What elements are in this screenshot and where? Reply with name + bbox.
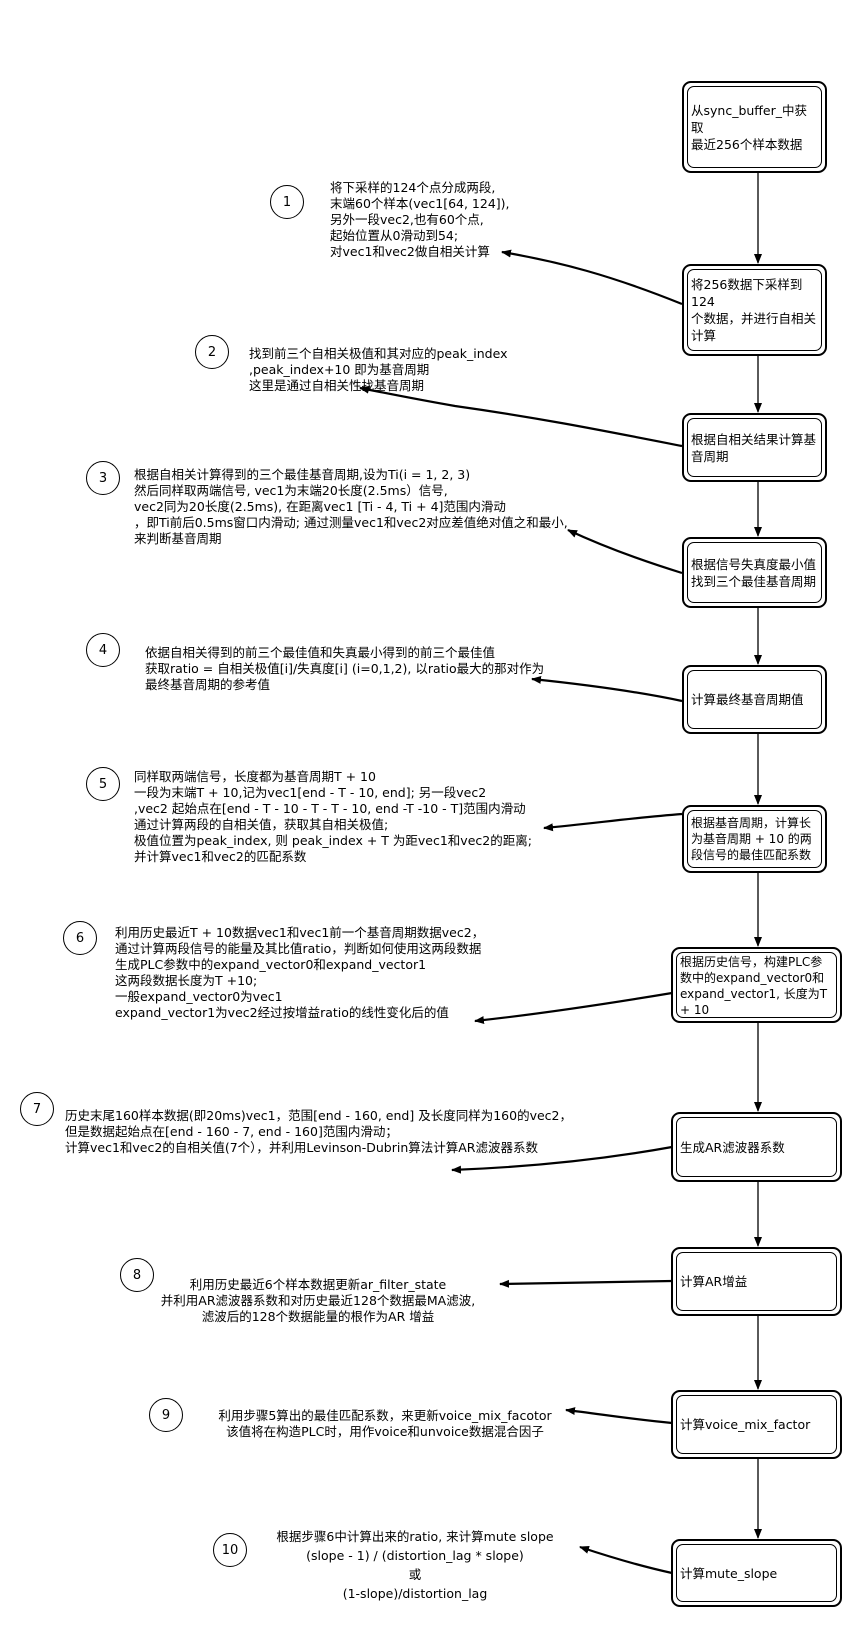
step-label: 生成AR滤波器系数 xyxy=(680,1139,785,1155)
annotation-text-1: 将下采样的124个点分成两段, 末端60个样本(vec1[64, 124]), … xyxy=(330,180,510,259)
step-number-6: 6 xyxy=(63,921,97,955)
annotation-text-4: 依据自相关得到的前三个最佳值和失真最小得到的前三个最佳值 获取ratio = 自… xyxy=(145,645,545,692)
step-box-3: 根据自相关结果计算基 音周期 xyxy=(682,413,827,482)
annotation-text-2: 找到前三个自相关极值和其对应的peak_index ,peak_index+10… xyxy=(249,346,508,393)
step-box-11: 计算mute_slope xyxy=(671,1539,842,1607)
step-label: 根据信号失真度最小值 找到三个最佳基音周期 xyxy=(691,556,817,589)
annotation-text-6: 利用历史最近T + 10数据vec1和vec1前一个基音周期数据vec2， 通过… xyxy=(115,925,485,1020)
annotation-arrow xyxy=(359,385,683,448)
annotation-arrow xyxy=(565,1407,673,1425)
step-label: 将256数据下采样到124 个数据，并进行自相关 计算 xyxy=(691,277,817,343)
step-box-7: 根据历史信号，构建PLC参 数中的expand_vector0和 expand_… xyxy=(671,947,842,1023)
step-label: 从sync_buffer_中获取 最近256个样本数据 xyxy=(691,102,808,152)
annotation-text-8: 利用历史最近6个样本数据更新ar_filter_state 并利用AR滤波器系数… xyxy=(160,1277,476,1324)
step-label: 计算mute_slope xyxy=(680,1565,778,1581)
step-number-5: 5 xyxy=(86,767,120,801)
annotation-text-7: 历史末尾160样本数据(即20ms)vec1，范围[end - 160, end… xyxy=(65,1108,572,1155)
step-box-8: 生成AR滤波器系数 xyxy=(671,1112,842,1182)
step-number-9: 9 xyxy=(149,1398,183,1432)
step-label: 根据自相关结果计算基 音周期 xyxy=(691,431,817,464)
step-number-7: 7 xyxy=(20,1092,54,1126)
step-number-8: 8 xyxy=(120,1258,154,1292)
annotation-text-9: 利用步骤5算出的最佳匹配系数，来更新voice_mix_facotor 该值将在… xyxy=(218,1408,552,1439)
step-label: 计算最终基音周期值 xyxy=(691,692,804,707)
step-number-10: 10 xyxy=(213,1533,247,1567)
annotation-arrow xyxy=(567,529,683,575)
step-label: 根据历史信号，构建PLC参 数中的expand_vector0和 expand_… xyxy=(680,955,828,1017)
step-number-2: 2 xyxy=(195,335,229,369)
step-box-9: 计算AR增益 xyxy=(671,1247,842,1316)
annotation-arrow xyxy=(501,249,683,306)
annotation-arrow xyxy=(474,991,673,1025)
step-box-2: 将256数据下采样到124 个数据，并进行自相关 计算 xyxy=(682,264,827,356)
annotation-arrow xyxy=(579,1545,673,1575)
step-box-4: 根据信号失真度最小值 找到三个最佳基音周期 xyxy=(682,537,827,608)
step-number-3: 3 xyxy=(86,461,120,495)
annotation-text-10: 根据步骤6中计算出来的ratio, 来计算mute slope (slope -… xyxy=(276,1529,554,1601)
step-number-1: 1 xyxy=(270,185,304,219)
step-box-5: 计算最终基音周期值 xyxy=(682,665,827,734)
annotation-arrow xyxy=(531,675,683,703)
annotation-text-3: 根据自相关计算得到的三个最佳基音周期,设为Ti(i = 1, 2, 3) 然后同… xyxy=(134,467,568,546)
step-box-10: 计算voice_mix_factor xyxy=(671,1390,842,1459)
annotation-arrow xyxy=(451,1145,673,1174)
annotation-arrow xyxy=(543,812,683,832)
step-label: 根据基音周期，计算长 为基音周期 + 10 的两 段信号的最佳匹配系数 xyxy=(691,816,812,862)
step-box-6: 根据基音周期，计算长 为基音周期 + 10 的两 段信号的最佳匹配系数 xyxy=(682,805,827,873)
step-label: 计算AR增益 xyxy=(680,1274,748,1289)
step-number-4: 4 xyxy=(86,633,120,667)
step-box-1: 从sync_buffer_中获取 最近256个样本数据 xyxy=(682,81,827,173)
annotation-text-5: 同样取两端信号，长度都为基音周期T + 10 一段为末端T + 10,记为vec… xyxy=(134,769,532,864)
annotation-arrow xyxy=(499,1279,673,1288)
step-label: 计算voice_mix_factor xyxy=(680,1417,811,1432)
